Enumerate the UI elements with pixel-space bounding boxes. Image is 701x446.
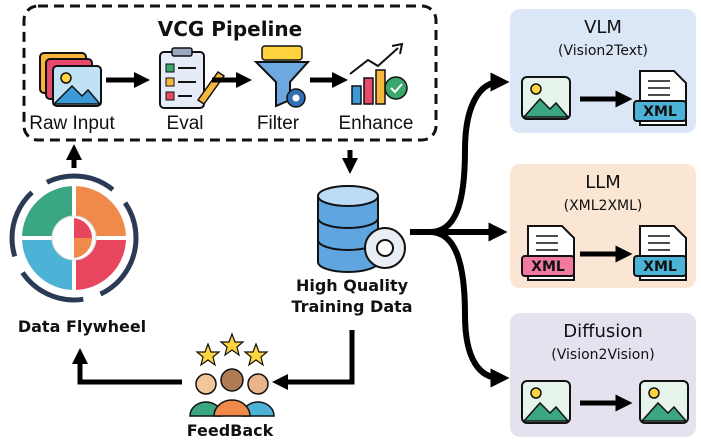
pipeline-title: VCG Pipeline [157,17,303,41]
model-panel-llm: LLM (XML2XML) [510,164,696,288]
arrow-data-to-feedback [271,330,355,391]
data-label-line1: High Quality [295,276,409,295]
database-gear-icon [317,185,406,273]
panel-title: LLM [585,172,621,193]
pipeline-box [22,4,438,142]
panel-title: VLM [584,17,622,38]
branch-arrows [410,72,510,388]
arrow-to-diffusion [429,229,510,388]
arrow-feedback-to-flywheel [71,347,182,385]
flywheel-label: Data Flywheel [17,317,147,336]
step-label-filter: Filter [256,113,300,134]
data-label-line2: Training Data [291,297,413,316]
people-stars-icon [189,332,275,417]
step-label-eval: Eval [166,113,204,134]
feedback-label: FeedBack [186,421,274,440]
image-stack-icon [39,52,102,107]
flywheel-icon [9,173,139,303]
growth-chart-icon [349,42,408,105]
arrow-to-vlm [410,72,510,235]
panel-subtitle: (XML2XML) [563,198,643,214]
model-panel-diffusion: Diffusion (Vision2Vision) [510,313,696,437]
model-panel-vlm: VLM (Vision2Text) [510,9,696,133]
step-label-enhance: Enhance [338,113,414,134]
funnel-icon [253,45,311,108]
panel-title: Diffusion [563,321,643,342]
step-label-raw-input: Raw Input [29,113,115,134]
panel-subtitle: (Vision2Text) [558,43,648,59]
panel-subtitle: (Vision2Vision) [551,347,655,363]
